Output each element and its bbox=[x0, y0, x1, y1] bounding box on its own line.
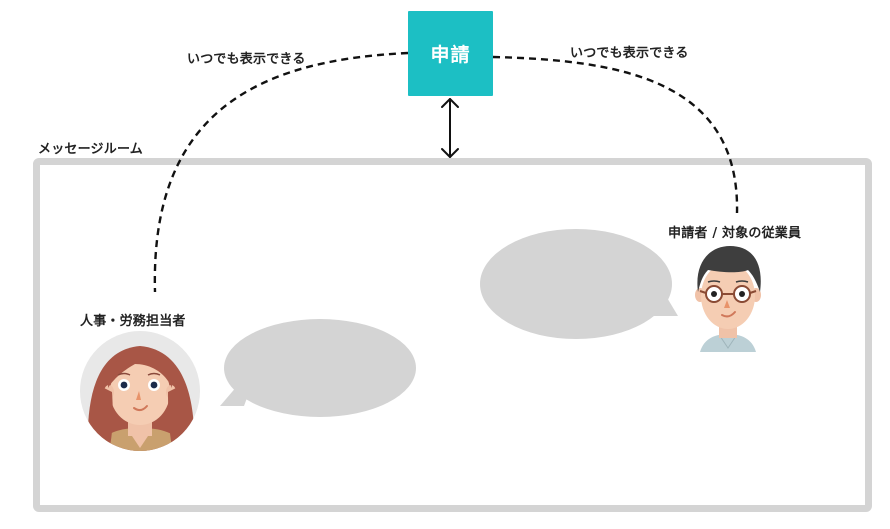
double-arrow-icon bbox=[441, 98, 459, 158]
message-room-title: メッセージルーム bbox=[38, 142, 143, 157]
woman-avatar-icon bbox=[80, 331, 200, 451]
arc-label-right: いつでも表示できる bbox=[570, 46, 689, 61]
request-box: 申請 bbox=[408, 11, 493, 96]
hr-participant-label: 人事・労務担当者 bbox=[80, 314, 186, 329]
speech-bubble-hr bbox=[220, 319, 416, 417]
arc-label-left: いつでも表示できる bbox=[187, 52, 306, 67]
speech-bubble-employee bbox=[480, 229, 678, 339]
man-avatar-icon bbox=[695, 246, 761, 352]
employee-participant-label: 申請者 / 対象の従業員 bbox=[668, 226, 802, 241]
request-label: 申請 bbox=[430, 44, 471, 66]
dashed-arc-left bbox=[153, 51, 409, 293]
dashed-arc-right bbox=[492, 55, 739, 214]
